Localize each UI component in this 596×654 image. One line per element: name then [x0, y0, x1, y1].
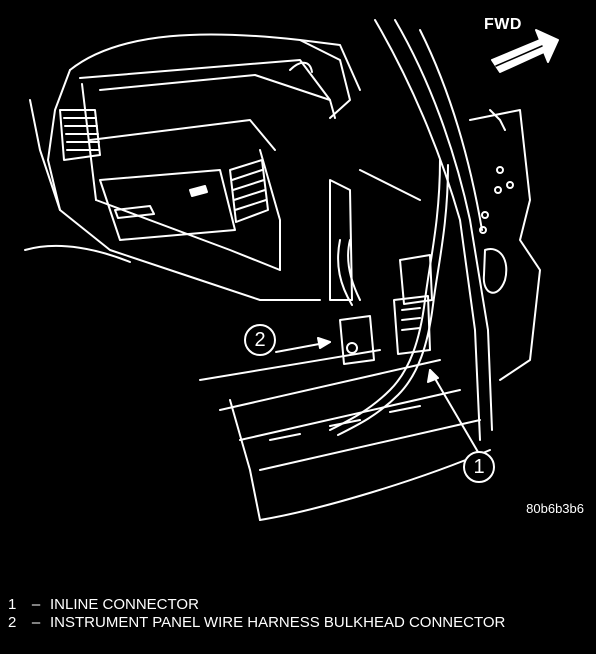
- legend: 1 – INLINE CONNECTOR 2 – INSTRUMENT PANE…: [8, 597, 578, 633]
- bulkhead-connector: [329, 179, 375, 365]
- legend-item: 2 – INSTRUMENT PANEL WIRE HARNESS BULKHE…: [8, 615, 578, 631]
- legend-number: 2: [8, 614, 17, 631]
- right-air-vent: [229, 159, 269, 223]
- legend-text: INLINE CONNECTOR: [50, 596, 199, 613]
- fwd-label: FWD: [484, 16, 522, 33]
- legend-number: 1: [8, 596, 17, 613]
- legend-dash: –: [31, 614, 41, 631]
- legend-dash: –: [31, 596, 41, 613]
- leader-arrowhead-1: [427, 369, 439, 383]
- body-side-panel: [469, 109, 541, 381]
- jeep-badge: [189, 185, 208, 197]
- floor-pan: [199, 349, 491, 521]
- legend-item: 1 – INLINE CONNECTOR: [8, 597, 578, 613]
- legend-text: INSTRUMENT PANEL WIRE HARNESS BULKHEAD C…: [50, 614, 506, 631]
- glove-box: [99, 169, 236, 241]
- figure-id: 80b6b3b6: [526, 501, 584, 516]
- a-pillar: [289, 19, 493, 441]
- inline-connector: [393, 254, 433, 355]
- fwd-arrow-icon: [491, 29, 559, 73]
- leader-arrowhead-2: [317, 337, 331, 349]
- wire-harness: [329, 159, 449, 436]
- leader-lines: [275, 341, 479, 453]
- callout-2: 2: [244, 324, 276, 356]
- instrument-panel-outline: [24, 33, 351, 301]
- left-air-vent: [59, 109, 101, 161]
- callout-1: 1: [463, 451, 495, 483]
